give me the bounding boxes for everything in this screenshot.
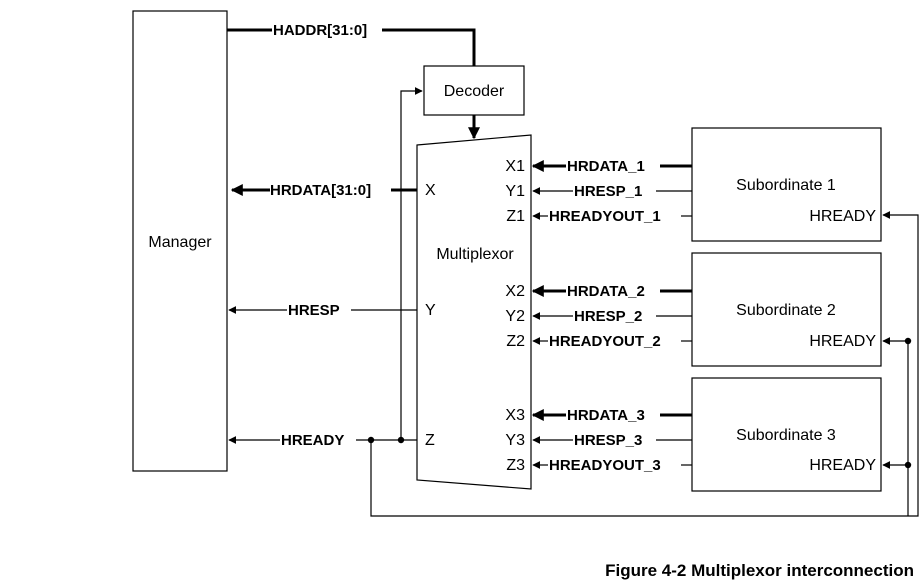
mux-port-x: X [425,182,436,199]
hready-to-decoder-wire [400,87,423,440]
decoder-box [423,65,525,116]
manager-box [132,10,228,472]
hrdata-3-label: HRDATA_3 [567,407,645,424]
hreadyout-2-label: HREADYOUT_2 [549,333,661,350]
port-z1: Z1 [506,208,525,225]
haddr-label: HADDR[31:0] [273,22,367,39]
hready-junction-dot [397,436,405,444]
subordinate-1-hready: HREADY [809,208,876,225]
hreadyout-3-label: HREADYOUT_3 [549,457,661,474]
port-z3: Z3 [506,457,525,474]
hready-label: HREADY [281,432,344,449]
subordinate-3-hready: HREADY [809,457,876,474]
multiplexor-box [416,134,532,490]
mux-port-z: Z [425,432,435,449]
hresp-3-label: HRESP_3 [574,432,642,449]
subordinate-3-box [691,377,882,492]
hreadyout-1-label: HREADYOUT_1 [549,208,661,225]
subordinate-2-label: Subordinate 2 [736,302,836,319]
port-y3: Y3 [505,432,525,449]
mux-port-y: Y [425,302,436,319]
hrdata-1-label: HRDATA_1 [567,158,645,175]
port-x2: X2 [505,283,525,300]
subordinate-1-label: Subordinate 1 [736,177,836,194]
figure-caption: Figure 4-2 Multiplexor interconnection [605,561,914,580]
hresp-2-label: HRESP_2 [574,308,642,325]
port-x3: X3 [505,407,525,424]
hrdata-label: HRDATA[31:0] [270,182,371,199]
port-y2: Y2 [505,308,525,325]
subordinate-2-hready: HREADY [809,333,876,350]
port-z2: Z2 [506,333,525,350]
decoder-label: Decoder [444,83,505,100]
manager-label: Manager [148,234,212,251]
multiplexor-label: Multiplexor [436,246,514,263]
subordinate-3-label: Subordinate 3 [736,427,836,444]
port-x1: X1 [505,158,525,175]
subordinate-1-box [691,127,882,242]
haddr-wire-right [382,28,476,66]
hrdata-2-label: HRDATA_2 [567,283,645,300]
hresp-1-label: HRESP_1 [574,183,642,200]
hready-branch-dot [367,436,375,444]
subordinate-2-box [691,252,882,367]
port-y1: Y1 [505,183,525,200]
hready-broadcast-wire [370,211,919,517]
hresp-label: HRESP [288,302,340,319]
